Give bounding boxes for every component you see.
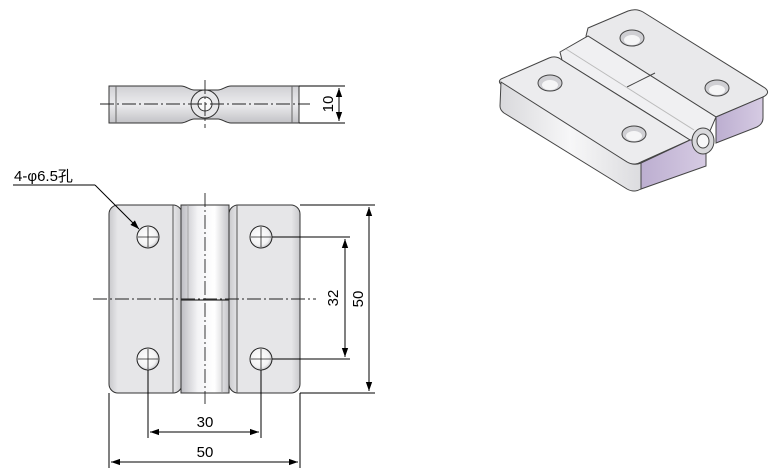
iso-front-plate-front [499, 81, 642, 192]
width-dimension-label: 50 [197, 444, 214, 461]
hole-spacing-vertical-label: 32 [325, 290, 342, 307]
height-dimension-label: 50 [350, 291, 367, 308]
isometric-view [498, 9, 769, 192]
hole-spacing-horizontal-label: 30 [197, 414, 214, 431]
hole-bottom-right [249, 347, 273, 371]
hole-top-right [249, 225, 273, 249]
hole-callout: 4-φ6.5孔 [13, 168, 140, 230]
hole-bottom-left [136, 347, 160, 371]
thickness-dimension-label: 10 [320, 96, 337, 113]
side-view: 10 [100, 80, 345, 128]
front-view: 4-φ6.5孔 32 50 30 50 [13, 168, 375, 468]
hole-callout-label: 4-φ6.5孔 [14, 168, 73, 185]
hole-top-left [136, 225, 160, 249]
iso-back-plate-side [715, 96, 764, 144]
